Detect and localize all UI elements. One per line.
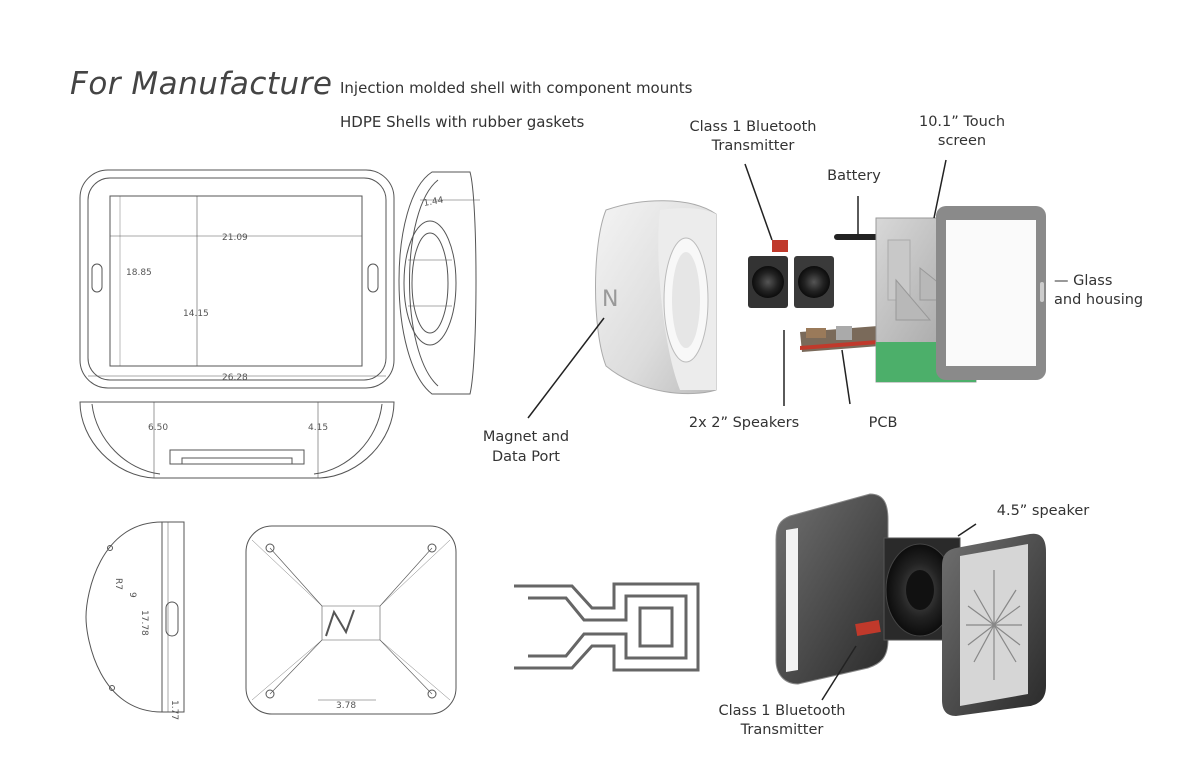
dim-bottom-depth-2: 4.15: [308, 423, 328, 433]
label-speaker-45: 4.5” speaker: [996, 503, 1090, 519]
speaker-front-drawing: [245, 525, 457, 715]
front-view-drawing: [79, 169, 395, 389]
dim-speaker-radius: R7: [113, 578, 123, 590]
label-battery: Battery: [827, 168, 881, 184]
callout-lines-bottom: [821, 523, 977, 701]
speaker-side-drawing: [85, 521, 185, 713]
label-bluetooth-bottom-2: Transmitter: [740, 722, 824, 738]
note-injection: Injection molded shell with component mo…: [340, 79, 693, 97]
speaker-grille-render: [942, 533, 1046, 716]
note-hdpe: HDPE Shells with rubber gaskets: [340, 113, 585, 131]
label-magnet-1: Magnet and: [482, 429, 570, 445]
callout-lines-top: [527, 159, 947, 419]
dim-outer-height: 18.85: [126, 268, 152, 278]
dim-bottom-depth: 6.50: [148, 423, 168, 433]
label-bluetooth-bottom-1: Class 1 Bluetooth: [718, 703, 846, 719]
dim-speaker-width: 3.78: [336, 701, 356, 711]
label-glass-2: and housing: [1054, 292, 1144, 308]
gasket-outline: [514, 582, 700, 672]
page-title: For Manufacture: [70, 66, 333, 102]
speaker-shell-render: [775, 493, 889, 685]
side-view-drawing: [398, 171, 480, 395]
label-touch-1: 10.1” Touch: [918, 114, 1006, 130]
dim-inner-height: 14.15: [183, 309, 209, 319]
dim-outer-width: 26.28: [222, 373, 248, 383]
dim-side-depth: 1.44: [423, 196, 445, 209]
speaker-pair-render: [748, 240, 834, 308]
dim-speaker-depth: 1.77: [169, 700, 179, 720]
dim-speaker-9: 9: [127, 592, 137, 598]
label-bluetooth-top-1: Class 1 Bluetooth: [689, 119, 817, 135]
glass-housing-render: [936, 206, 1046, 380]
label-pcb: PCB: [868, 415, 898, 431]
label-speakers: 2x 2” Speakers: [688, 415, 800, 431]
label-magnet-2: Data Port: [492, 449, 560, 465]
label-bluetooth-top-2: Transmitter: [711, 138, 795, 154]
bottom-view-drawing: [79, 401, 395, 479]
label-glass-1: — Glass: [1054, 273, 1113, 289]
svg-text:N: N: [602, 287, 618, 312]
pcb-render: [800, 326, 880, 352]
label-touch-2: screen: [937, 133, 987, 149]
speaker-driver-render: [855, 537, 961, 641]
dim-speaker-height: 17.78: [139, 610, 149, 636]
dim-inner-width: 21.09: [222, 233, 248, 243]
grille-pattern: [966, 570, 1022, 680]
device-shell-render: N: [595, 200, 717, 395]
